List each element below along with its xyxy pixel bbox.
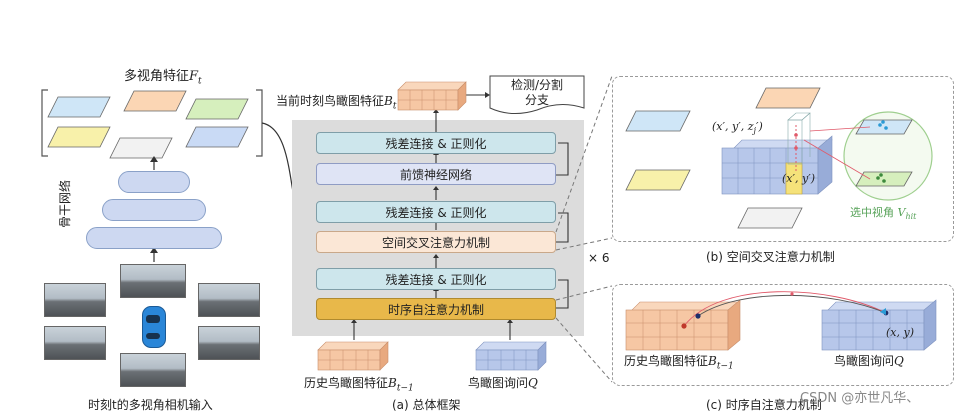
multiview-features-label: 多视角特征Ft (124, 69, 202, 87)
panel-c-history-bev-label: 历史鸟瞰图特征Bt−1 (624, 354, 734, 372)
feature-plane-gray (109, 137, 173, 159)
camera-back (120, 353, 186, 387)
detection-segmentation-head: 检测/分割 分支 (510, 78, 564, 107)
feature-plane-blue (47, 96, 111, 118)
query-xy-label: (x, y) (886, 326, 914, 339)
right-bracket (256, 89, 263, 157)
panel-b-frame (612, 76, 954, 242)
feed-forward-block: 前馈神经网络 (316, 163, 556, 185)
head-box (489, 75, 585, 114)
left-bracket (41, 89, 48, 157)
temporal-self-attention-block: 时序自注意力机制 (316, 298, 556, 320)
current-bev-label: 当前时刻鸟瞰图特征Bt (276, 94, 397, 112)
camera-back-right (198, 326, 260, 360)
watermark: CSDN @亦世凡华、 (800, 391, 920, 406)
residual-norm-block-3: 残差连接 & 正则化 (316, 132, 556, 154)
residual-skip-lines (556, 142, 569, 309)
camera-front-right (198, 283, 260, 317)
overall-framework-caption: (a) 总体框架 (392, 398, 461, 412)
spatial-cross-attention-block: 空间交叉注意力机制 (316, 231, 556, 253)
panel-c-graphics (625, 291, 937, 351)
feature-plane-orange (123, 90, 187, 112)
repeat-count: × 6 (588, 251, 610, 265)
residual-norm-block-2: 残差连接 & 正则化 (316, 201, 556, 223)
bev-query-grid (475, 341, 547, 371)
history-bev-label: 历史鸟瞰图特征Bt−1 (304, 376, 414, 394)
backbone-layer-1 (118, 171, 190, 193)
camera-front (120, 264, 186, 298)
pillar-coordinate-label: (x′, y′) (782, 172, 815, 185)
point-coordinate-label: (x′, y′, zj′) (712, 120, 763, 136)
panel-connectors (555, 75, 613, 383)
history-bev-grid (317, 341, 389, 371)
current-bev-grid (397, 81, 467, 111)
bev-query-label: 鸟瞰图询问Q (468, 376, 538, 390)
ego-car-icon (142, 306, 166, 348)
camera-input-caption: 时刻t的多视角相机输入 (88, 398, 213, 412)
residual-norm-block-1: 残差连接 & 正则化 (316, 268, 556, 290)
backbone-layer-3 (86, 227, 222, 249)
feature-plane-green (185, 98, 249, 120)
camera-back-left (44, 326, 106, 360)
backbone-layer-2 (102, 199, 206, 221)
panel-b-caption: (b) 空间交叉注意力机制 (706, 250, 835, 264)
panel-c-bev-query-label: 鸟瞰图询问Q (834, 354, 904, 368)
panel-b-graphics (625, 87, 933, 229)
feature-plane-lightblue (185, 126, 249, 148)
panel-c-caption: (c) 时序自注意力机制 (706, 398, 822, 412)
selected-views-label: 选中视角 Vhit (850, 206, 917, 222)
panel-c-frame (612, 284, 954, 386)
backbone-label: 骨干网络 (58, 179, 72, 228)
camera-front-left (44, 283, 106, 317)
feature-plane-yellow (47, 126, 111, 148)
